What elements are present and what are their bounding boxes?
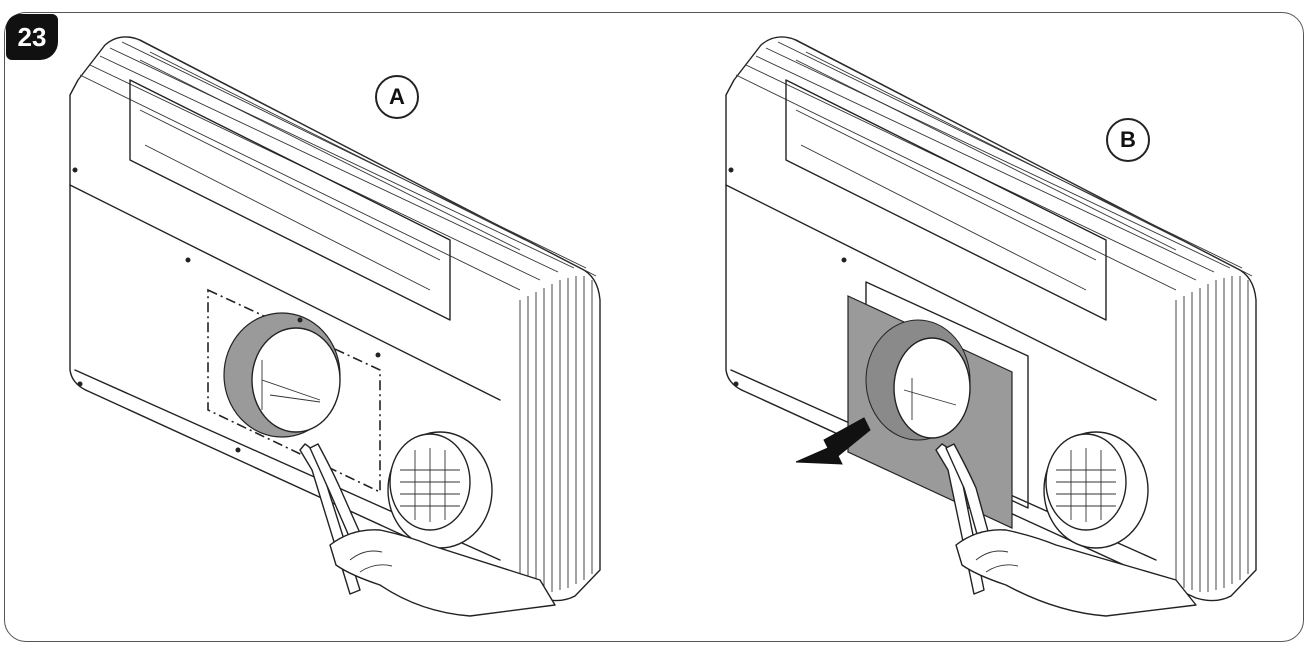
arrow-left-down-icon — [795, 417, 871, 465]
hand-icon — [329, 529, 556, 617]
panel-b-label: B — [1106, 118, 1150, 162]
panel-b-unit-drawing — [725, 36, 1257, 602]
hand-icon — [955, 529, 1197, 617]
panel-a-label: A — [375, 75, 419, 119]
panel-a-unit-drawing — [69, 36, 601, 602]
panel-a-illustration — [69, 36, 601, 617]
step-number-badge: 23 — [6, 14, 58, 60]
panel-b-illustration — [725, 36, 1257, 617]
